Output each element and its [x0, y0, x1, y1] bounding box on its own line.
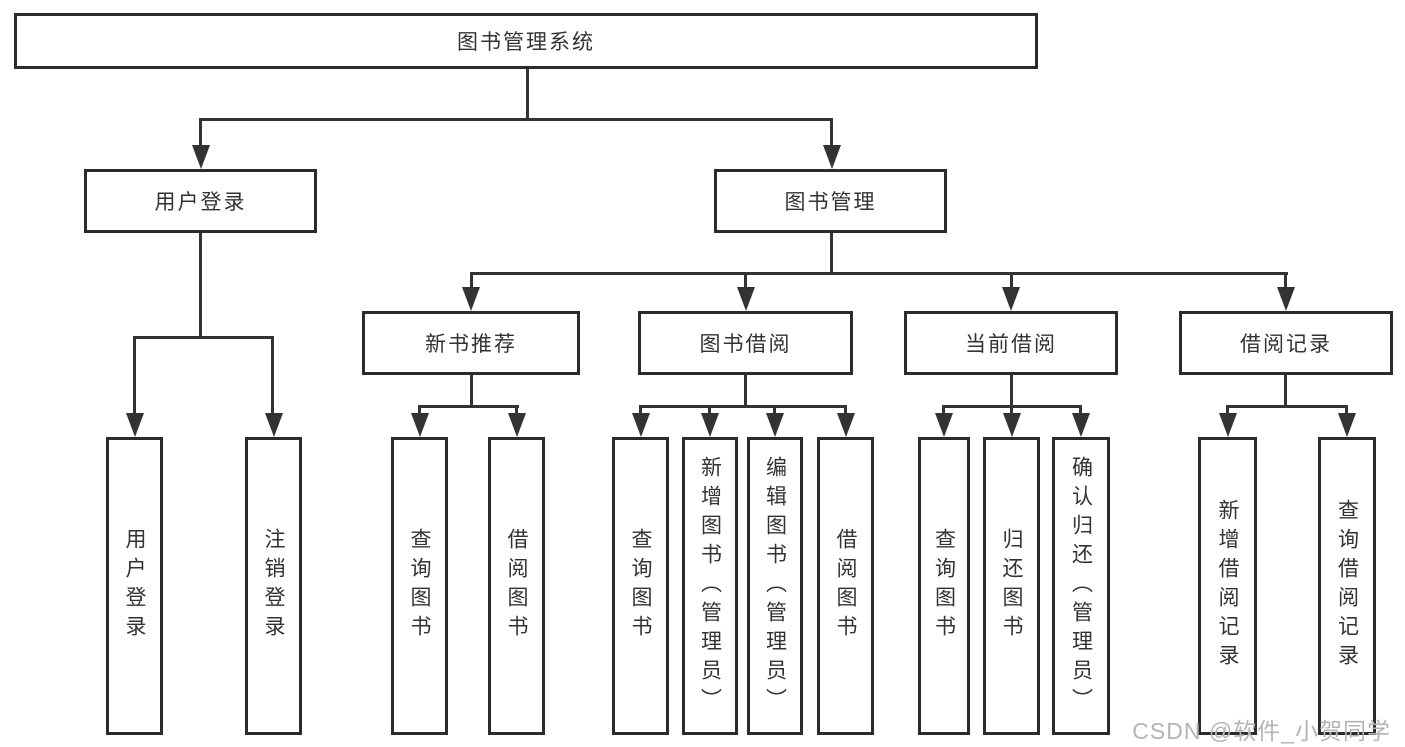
connector-line: [199, 118, 202, 146]
arrowhead-down-icon: [126, 413, 144, 437]
leaf-label: 确认归还（管理员）: [1069, 455, 1093, 717]
connector-line: [470, 373, 473, 408]
connector-line: [418, 405, 519, 408]
leaf-records-query: 查询借阅记录: [1318, 437, 1376, 735]
connector-line: [708, 405, 711, 415]
leaf-label: 新增借阅记录: [1216, 499, 1239, 673]
leaf-bookborrow-add: 新增图书（管理员）: [682, 437, 738, 735]
connector-line: [942, 405, 945, 415]
arrowhead-down-icon: [1072, 413, 1090, 437]
leaf-label: 借阅图书: [505, 528, 528, 644]
leaf-label: 用户登录: [123, 528, 146, 644]
connector-line: [830, 231, 833, 274]
connector-line: [133, 336, 274, 339]
leaf-label: 查询图书: [629, 528, 652, 644]
connector-line: [1345, 405, 1348, 415]
leaf-current-confirm: 确认归还（管理员）: [1052, 437, 1110, 735]
arrowhead-down-icon: [1219, 413, 1237, 437]
leaf-newbook-borrow: 借阅图书: [488, 437, 545, 735]
leaf-user-login: 用户登录: [106, 437, 163, 735]
leaf-label: 查询借阅记录: [1335, 499, 1359, 673]
node-book-mgmt: 图书管理: [714, 169, 947, 233]
arrowhead-down-icon: [766, 413, 784, 437]
leaf-bookborrow-edit: 编辑图书（管理员）: [747, 437, 803, 735]
connector-line: [271, 336, 274, 415]
connector-line: [133, 336, 136, 415]
leaf-bookborrow-borrow: 借阅图书: [817, 437, 874, 735]
connector-line: [1284, 373, 1287, 408]
leaf-label: 借阅图书: [834, 528, 857, 644]
arrowhead-down-icon: [1277, 287, 1295, 311]
leaf-current-query: 查询图书: [918, 437, 970, 735]
leaf-newbook-query: 查询图书: [391, 437, 448, 735]
connector-line: [1010, 272, 1013, 289]
arrowhead-down-icon: [462, 287, 480, 311]
connector-line: [844, 405, 847, 415]
connector-line: [418, 405, 421, 415]
arrowhead-down-icon: [508, 413, 526, 437]
arrowhead-down-icon: [823, 145, 841, 169]
node-new-book: 新书推荐: [362, 311, 580, 375]
leaf-logout-login: 注销登录: [245, 437, 302, 735]
leaf-bookborrow-query: 查询图书: [612, 437, 669, 735]
arrowhead-down-icon: [737, 287, 755, 311]
arrowhead-down-icon: [837, 413, 855, 437]
connector-line: [1226, 405, 1229, 415]
connector-line: [515, 405, 518, 415]
node-current-borrow: 当前借阅: [904, 311, 1118, 375]
leaf-label: 查询图书: [932, 528, 956, 644]
arrowhead-down-icon: [1002, 287, 1020, 311]
leaf-label: 查询图书: [408, 528, 431, 644]
connector-line: [639, 405, 847, 408]
connector-line: [1010, 405, 1013, 415]
leaf-current-return: 归还图书: [983, 437, 1040, 735]
connector-line: [639, 405, 642, 415]
connector-line: [830, 118, 833, 146]
node-root: 图书管理系统: [14, 13, 1038, 69]
connector-line: [1284, 272, 1287, 289]
arrowhead-down-icon: [1003, 413, 1021, 437]
connector-line: [744, 272, 747, 289]
leaf-label: 编辑图书（管理员）: [763, 455, 787, 717]
connector-line: [744, 373, 747, 408]
connector-line: [773, 405, 776, 415]
leaf-label: 注销登录: [262, 528, 285, 644]
node-user-login: 用户登录: [84, 169, 317, 233]
arrowhead-down-icon: [411, 413, 429, 437]
connector-line: [470, 272, 473, 289]
connector-line: [199, 231, 202, 338]
connector-line: [470, 272, 1288, 275]
connector-line: [526, 66, 529, 120]
arrowhead-down-icon: [632, 413, 650, 437]
arrowhead-down-icon: [192, 145, 210, 169]
arrowhead-down-icon: [701, 413, 719, 437]
arrowhead-down-icon: [1338, 413, 1356, 437]
node-borrow-records: 借阅记录: [1179, 311, 1393, 375]
connector-line: [1226, 405, 1348, 408]
connector-line: [199, 118, 833, 121]
leaf-label: 新增图书（管理员）: [698, 455, 722, 717]
connector-line: [1010, 373, 1013, 408]
watermark: CSDN @软件_小贺同学: [1132, 718, 1391, 744]
arrowhead-down-icon: [935, 413, 953, 437]
leaf-records-add: 新增借阅记录: [1198, 437, 1257, 735]
leaf-label: 归还图书: [1000, 528, 1023, 644]
arrowhead-down-icon: [265, 413, 283, 437]
connector-line: [1079, 405, 1082, 415]
node-book-borrow: 图书借阅: [638, 311, 853, 375]
